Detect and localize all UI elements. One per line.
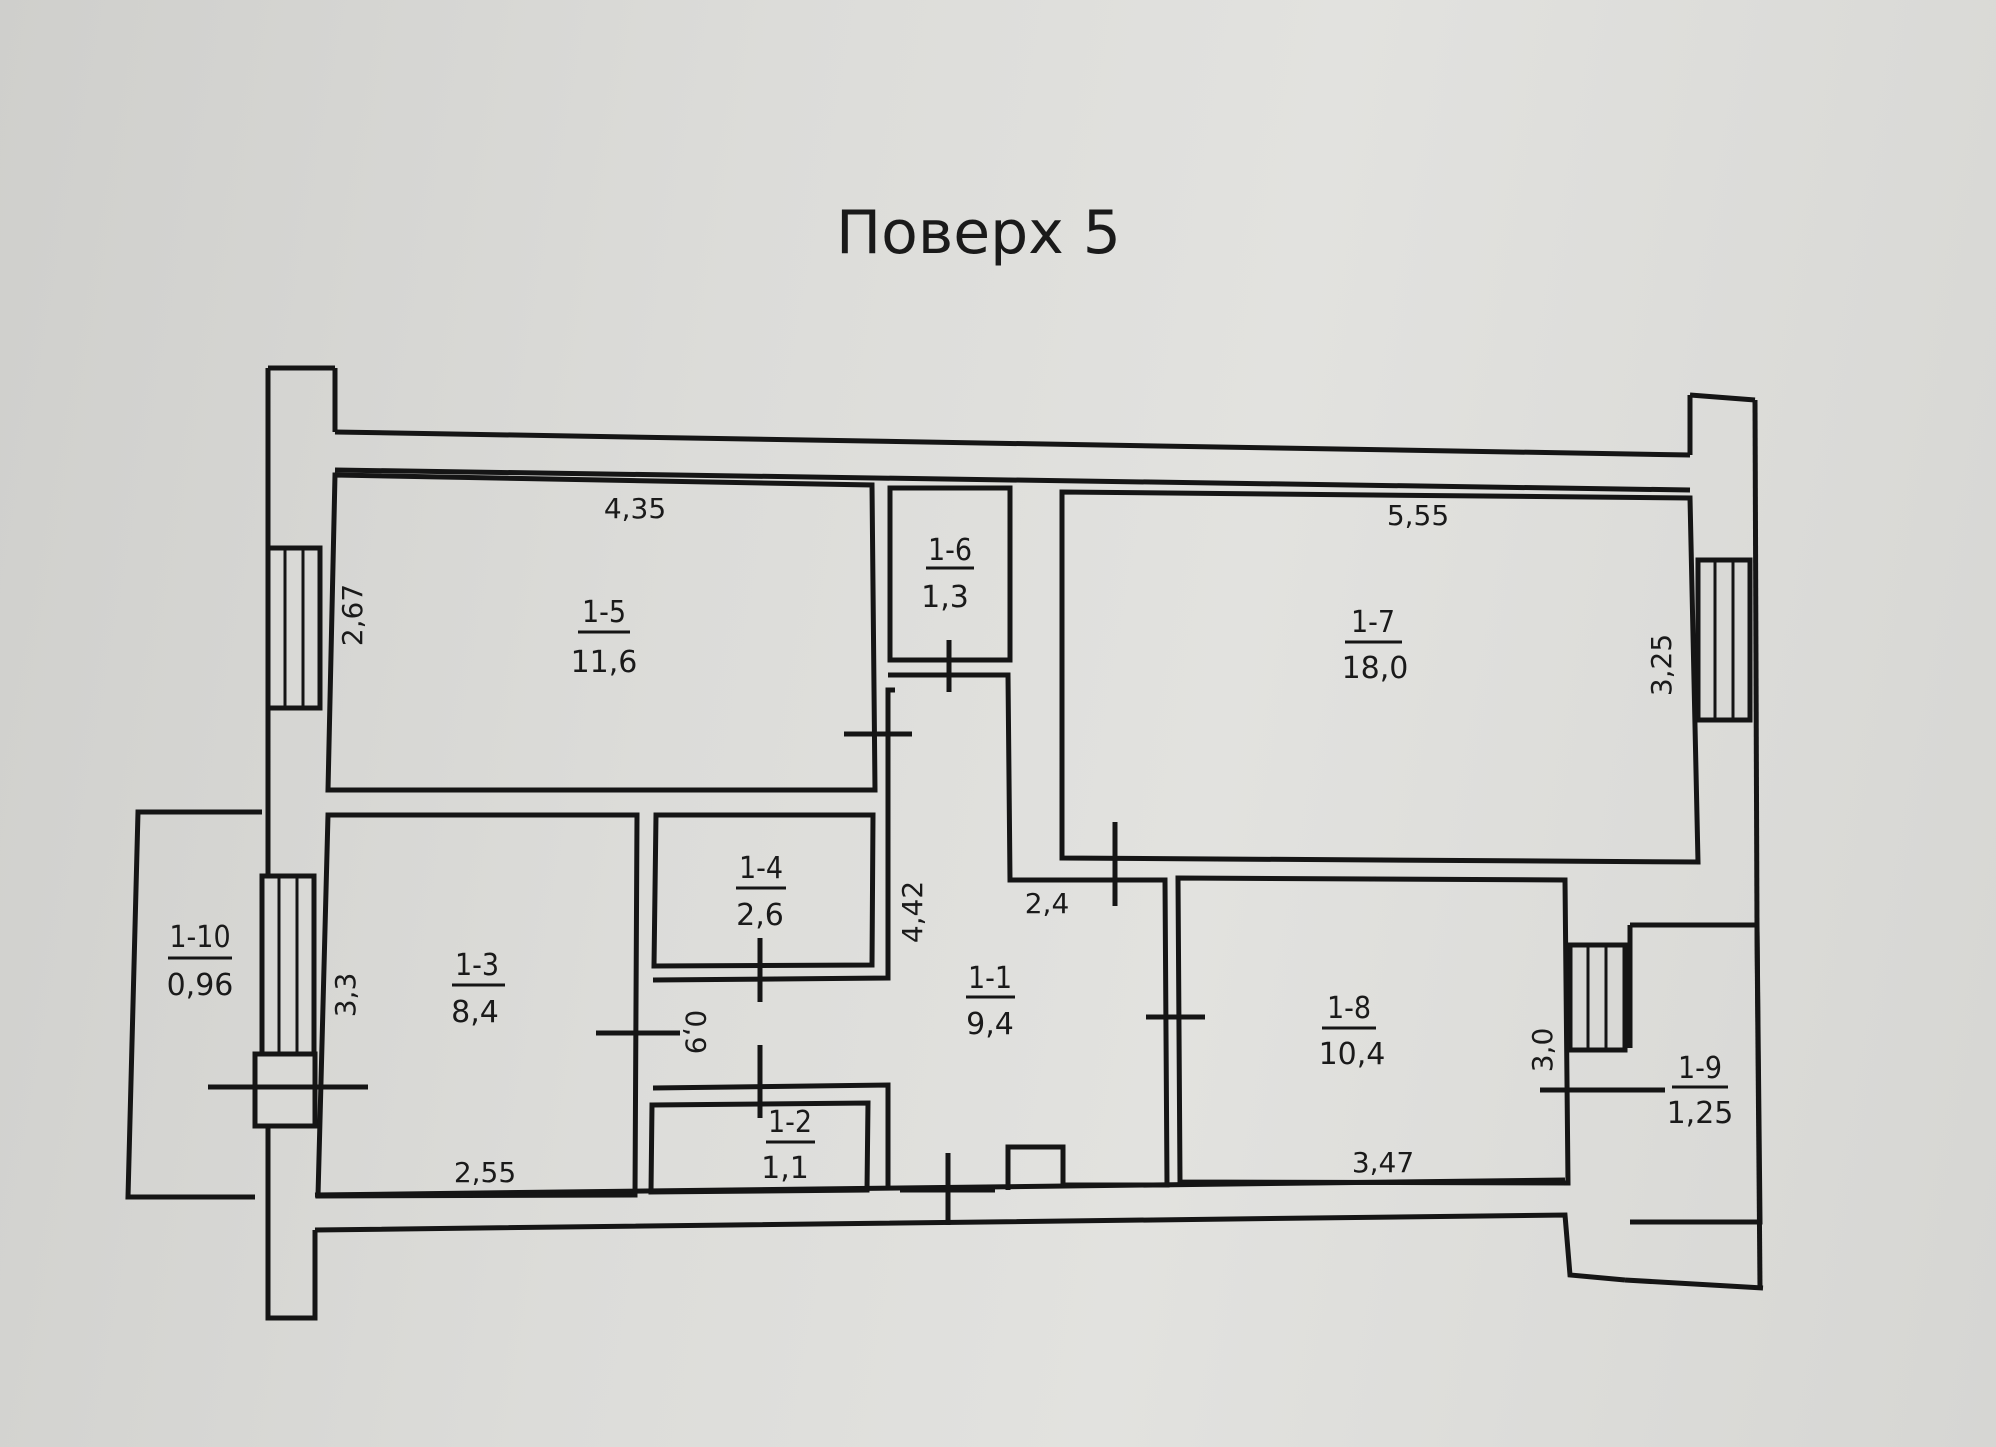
room-label-1-5: 1-5 11,6 xyxy=(571,595,638,680)
outer-walls xyxy=(252,365,1764,1321)
dim-r8-height: 3,0 xyxy=(1526,1028,1559,1073)
room-area: 1,25 xyxy=(1667,1096,1734,1131)
room-outline-1-4 xyxy=(651,812,876,969)
dim-r7-width: 5,55 xyxy=(1387,499,1449,532)
room-area: 2,6 xyxy=(736,898,784,933)
dimension-labels: 4,35 2,67 5,55 3,25 3,3 2,55 4,42 2,4 3,… xyxy=(329,492,1678,1189)
room-outline-1-1 xyxy=(895,672,1170,1190)
room-outline-1-3 xyxy=(315,812,640,1199)
dim-r1-height: 4,42 xyxy=(896,881,929,943)
dim-r3-height: 3,3 xyxy=(329,973,362,1018)
room-label-1-4: 1-4 2,6 xyxy=(736,851,786,933)
floor-title: Поверх 5 xyxy=(836,198,1121,268)
room-label-1-7: 1-7 18,0 xyxy=(1342,605,1409,686)
dim-r5-width: 4,35 xyxy=(604,492,666,525)
room-area: 9,4 xyxy=(966,1007,1014,1042)
room-id: 1-7 xyxy=(1351,605,1395,640)
room-id: 1-10 xyxy=(169,920,230,955)
room-label-1-6: 1-6 1,3 xyxy=(921,533,974,615)
room-label-1-10: 1-10 0,96 xyxy=(167,920,234,1003)
dim-r5-height: 2,67 xyxy=(336,584,369,646)
room-id: 1-4 xyxy=(739,851,783,886)
room-area: 1,3 xyxy=(921,580,969,615)
room-outline-1-7 xyxy=(1059,489,1701,865)
room-area: 10,4 xyxy=(1319,1037,1386,1072)
room-outline-1-9 xyxy=(1630,922,1763,1225)
room-outline-1-5 xyxy=(325,472,878,793)
dim-r8-width: 3,47 xyxy=(1352,1146,1414,1179)
room-label-1-3: 1-3 8,4 xyxy=(451,948,505,1030)
dim-r3-width: 2,55 xyxy=(454,1156,516,1189)
dim-r7-height: 3,25 xyxy=(1645,634,1678,696)
room-label-1-9: 1-9 1,25 xyxy=(1667,1051,1734,1131)
room-area: 1,1 xyxy=(761,1151,809,1186)
room-id: 1-1 xyxy=(968,961,1012,996)
room-area: 11,6 xyxy=(571,645,638,680)
room-outline-1-6 xyxy=(887,485,1013,663)
room-id: 1-8 xyxy=(1327,991,1371,1026)
room-area: 8,4 xyxy=(451,995,499,1030)
room-id: 1-3 xyxy=(455,948,499,983)
dim-r1-width: 2,4 xyxy=(1025,887,1070,920)
dim-small-door: 0,9 xyxy=(679,1010,712,1055)
room-label-1-8: 1-8 10,4 xyxy=(1319,991,1386,1072)
door-marks xyxy=(208,640,1665,1225)
room-outline-1-2 xyxy=(652,1082,891,1188)
room-id: 1-2 xyxy=(768,1105,812,1140)
room-id: 1-6 xyxy=(928,533,972,568)
room-label-1-1: 1-1 9,4 xyxy=(966,961,1015,1042)
room-area: 0,96 xyxy=(167,968,234,1003)
room-id: 1-5 xyxy=(582,595,626,630)
room-outline-1-10 xyxy=(125,809,262,1200)
room-area: 18,0 xyxy=(1342,651,1409,686)
room-id: 1-9 xyxy=(1678,1051,1722,1086)
room-outline-1-8 xyxy=(1175,875,1571,1186)
room-label-1-2: 1-2 1,1 xyxy=(761,1105,815,1186)
